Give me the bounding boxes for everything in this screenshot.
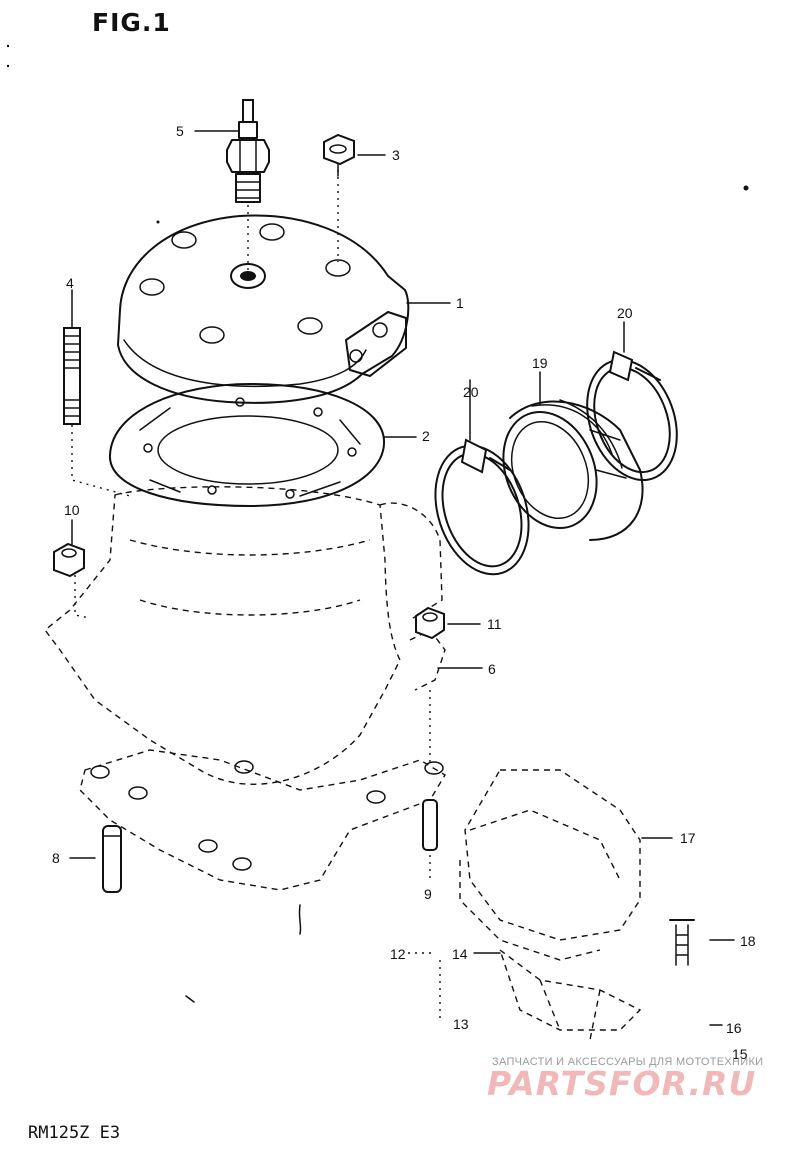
flange-nut [415, 606, 445, 640]
stud-bolt [63, 327, 81, 425]
cylinder [44, 486, 446, 785]
dowel-pin-right [422, 799, 438, 851]
watermark-logo: partsfor.ru [487, 1064, 757, 1103]
callout-17: 17 [680, 830, 696, 846]
callout-3: 3 [392, 147, 400, 163]
callout-4: 4 [66, 275, 74, 291]
callout-6: 6 [488, 661, 496, 677]
callout-12: 12 [390, 946, 406, 962]
dowel-pin-left [102, 825, 122, 893]
callout-10: 10 [64, 502, 80, 518]
intake-pipe [502, 399, 644, 541]
screw [669, 919, 695, 966]
base-nut [53, 542, 85, 578]
cylinder-head-nut [323, 133, 355, 177]
leader-lines [69, 130, 735, 1026]
head-gasket [108, 383, 386, 507]
callout-8: 8 [52, 850, 60, 866]
callout-15: 15 [732, 1046, 748, 1062]
callout-9: 9 [424, 886, 432, 902]
print-specks [6, 44, 749, 1003]
base-gasket [79, 749, 446, 935]
hose-clamp-right [586, 350, 678, 482]
callout-14: 14 [452, 946, 468, 962]
watermark-caption: ЗАПЧАСТИ И АКСЕССУАРЫ ДЛЯ МОТОТЕХНИКИ [492, 1056, 764, 1068]
callout-13: 13 [453, 1016, 469, 1032]
callout-20-left: 20 [463, 384, 479, 400]
fig-title: FIG.1 [92, 8, 171, 37]
model-label: RM125Z E3 [28, 1123, 121, 1143]
reed-valve-assembly [459, 769, 642, 1041]
callout-16: 16 [726, 1020, 742, 1036]
callout-1: 1 [456, 295, 464, 311]
hose-clamp-left [434, 438, 530, 576]
callout-19: 19 [532, 355, 548, 371]
callout-11: 11 [487, 616, 502, 632]
spark-plug [226, 99, 270, 203]
callout-2: 2 [422, 428, 430, 444]
callout-18: 18 [740, 933, 756, 949]
callout-5: 5 [176, 123, 184, 139]
callout-20-right: 20 [617, 305, 633, 321]
cylinder-head [117, 214, 410, 404]
